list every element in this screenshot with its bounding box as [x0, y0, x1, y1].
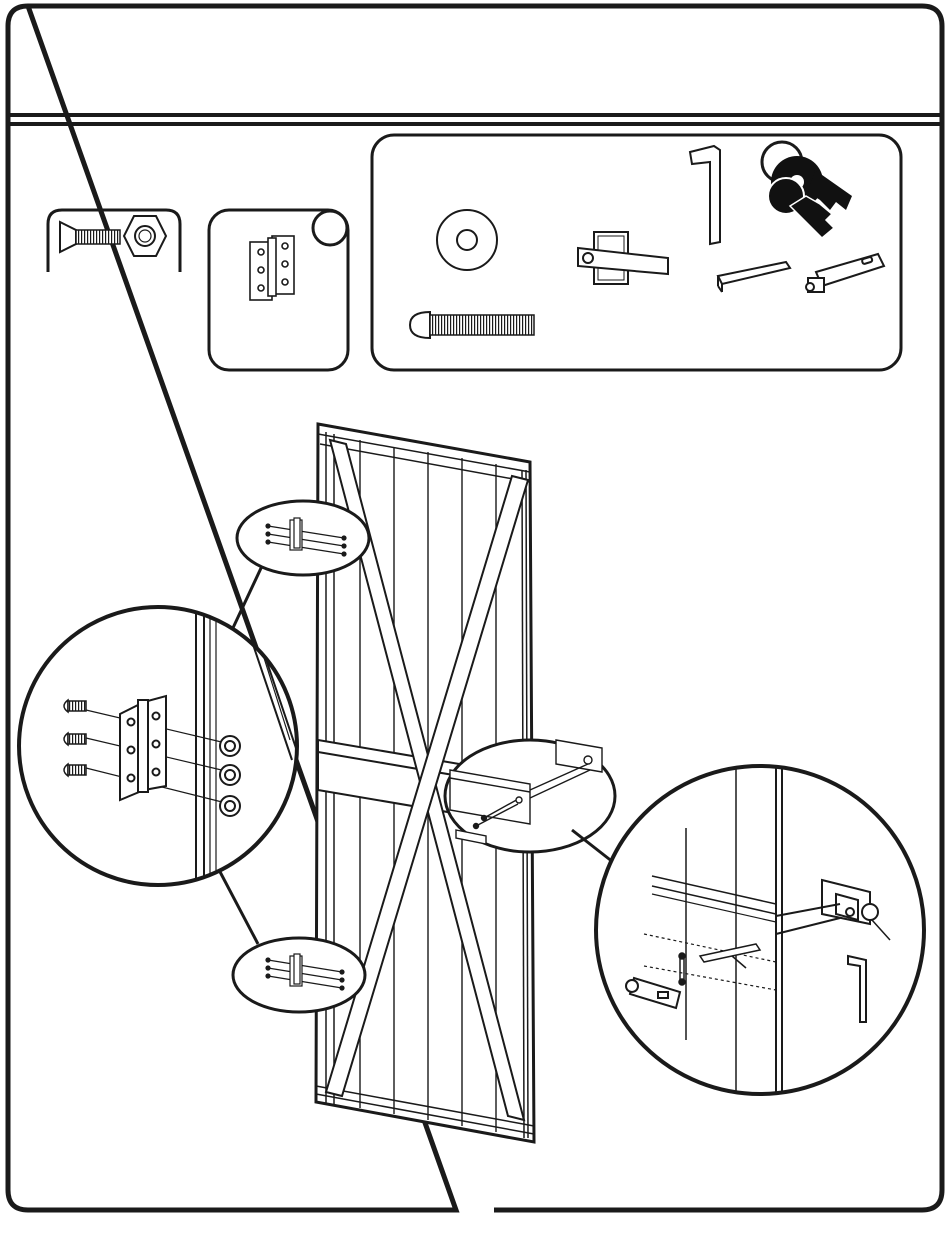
page-number: [456, 1206, 494, 1236]
upper-hinge-callout: [237, 501, 369, 575]
bolt-and-nut-part-box: [48, 210, 180, 272]
hinge-detail-circle: [19, 600, 300, 900]
latch-bolt-icon: [806, 254, 884, 292]
hex-nut-icon: [124, 216, 166, 256]
quantity-badge-circle: [313, 211, 347, 245]
step-title: [30, 40, 910, 90]
detail-bolts: [64, 700, 86, 776]
butt-hinge-icon: [250, 236, 294, 300]
handle-detail-circle: [596, 766, 924, 1100]
round-head-bolt-icon: [410, 312, 534, 338]
detail-nuts: [220, 736, 240, 816]
lever-door-handle-icon: [578, 232, 668, 284]
lower-hinge-callout: [233, 938, 365, 1012]
flat-washer-icon: [437, 210, 497, 270]
countersunk-bolt-icon: [60, 222, 120, 252]
hinge-part-box: [209, 210, 348, 370]
keys-on-ring-icon: [762, 142, 852, 238]
allen-key-icon: [690, 146, 720, 244]
handle-mount-callout: [445, 740, 615, 852]
hinge-leaf-detail: [120, 696, 166, 800]
square-spindle-icon: [718, 262, 790, 292]
handle-kit-part-box: [372, 135, 901, 370]
